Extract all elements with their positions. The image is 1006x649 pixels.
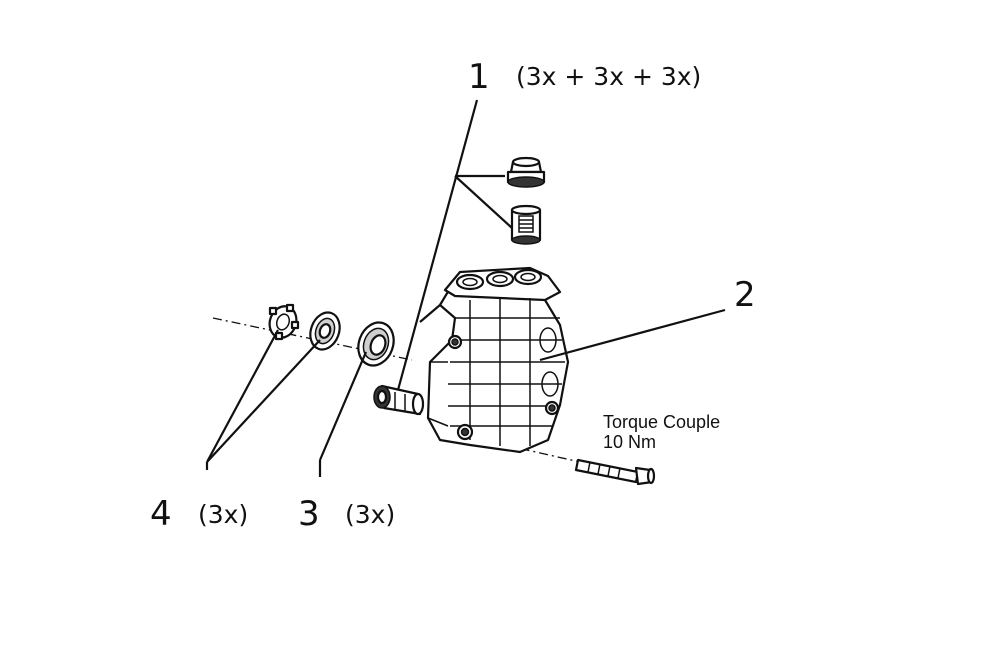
callout-1-number: 1 <box>468 57 490 97</box>
leader-lines <box>205 99 726 477</box>
callout-3-quantity: (3x) <box>345 500 395 529</box>
callout-2-number: 2 <box>734 275 756 315</box>
callout-4-number: 4 <box>150 494 172 534</box>
callout-4-quantity: (3x) <box>198 500 248 529</box>
callout-1-quantity: (3x + 3x + 3x) <box>516 62 701 91</box>
callout-3-number: 3 <box>298 494 320 534</box>
pump-head-housing-part <box>419 266 570 454</box>
plug-part <box>506 156 546 188</box>
bolt-part <box>574 458 656 486</box>
castellated-nut-part <box>268 303 300 341</box>
seal-ring-part <box>357 321 395 367</box>
torque-note-line1: Torque Couple <box>603 412 720 432</box>
washer-part <box>309 311 341 351</box>
valve-cartridge-side-part <box>373 384 425 416</box>
valve-insert-part <box>510 204 542 245</box>
torque-note-line2: 10 Nm <box>603 432 656 452</box>
